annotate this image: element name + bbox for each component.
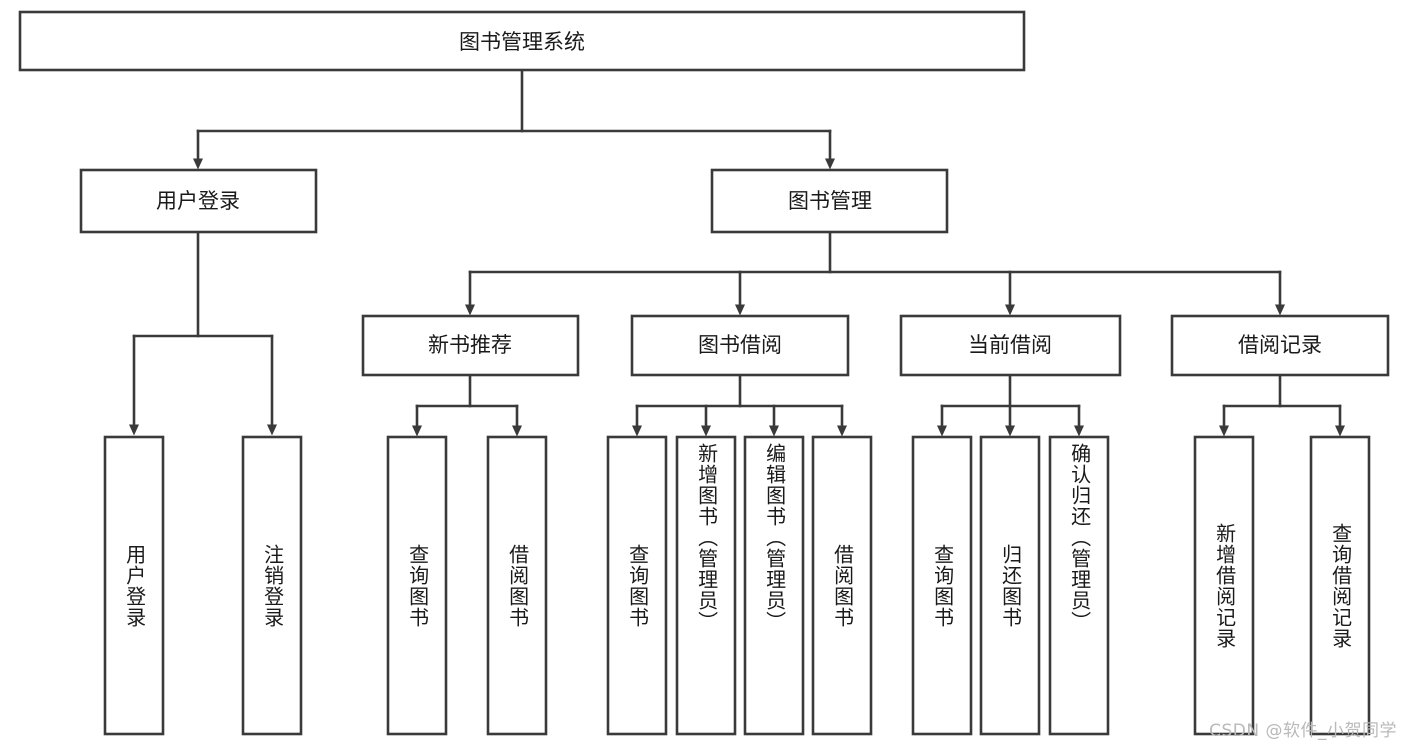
node-user-login-label: 用户登录	[156, 189, 240, 213]
connector-group-user-login	[129, 230, 277, 436]
node-current-borrow-rect[interactable]	[899, 314, 1122, 377]
node-leaf-query-record-rect[interactable]	[1309, 435, 1371, 736]
node-root[interactable]: 图书管理系统	[18, 10, 1026, 72]
node-borrow-record-rect[interactable]	[1170, 314, 1390, 377]
node-leaf-query-book-borrow-rect[interactable]	[606, 435, 668, 736]
node-book-manage-rect[interactable]	[710, 168, 949, 234]
node-leaf-add-book-rect[interactable]	[675, 435, 737, 736]
node-leaf-confirm-return-rect[interactable]	[1048, 435, 1110, 736]
node-book-borrow[interactable]: 图书借阅	[630, 314, 850, 377]
node-root-rect[interactable]	[18, 10, 1026, 72]
connector-group-current-borrow	[937, 373, 1084, 437]
node-leaf-query-book-rec-rect[interactable]	[386, 435, 448, 736]
node-leaf-logout-login-rect[interactable]	[241, 435, 303, 736]
node-book-manage[interactable]: 图书管理	[710, 168, 949, 234]
node-leaf-borrow-book-rec-rect[interactable]	[486, 435, 548, 736]
node-borrow-record[interactable]: 借阅记录	[1170, 314, 1390, 377]
node-root-label: 图书管理系统	[459, 30, 585, 54]
node-new-book-recommend-rect[interactable]	[361, 314, 580, 377]
node-leaf-borrow-book-rect[interactable]	[811, 435, 873, 736]
node-new-book-recommend[interactable]: 新书推荐	[361, 314, 580, 377]
node-book-borrow-rect[interactable]	[630, 314, 850, 377]
node-book-manage-label: 图书管理	[788, 189, 872, 213]
node-leaf-query-book-current-rect[interactable]	[911, 435, 973, 736]
node-user-login[interactable]: 用户登录	[79, 168, 318, 234]
connector-group-borrow-record	[1219, 373, 1345, 437]
connector-group-book-manage	[465, 230, 1285, 316]
node-user-login-rect[interactable]	[79, 168, 318, 234]
node-leaf-user-login-rect[interactable]	[103, 435, 165, 736]
node-leaf-add-record-rect[interactable]	[1193, 435, 1255, 736]
connector-group-root	[193, 68, 835, 170]
node-leaf-return-book-rect[interactable]	[979, 435, 1041, 736]
watermark-text: CSDN @软件_小贺同学	[1209, 721, 1397, 741]
node-book-borrow-label: 图书借阅	[698, 333, 782, 357]
node-new-book-recommend-label: 新书推荐	[428, 333, 512, 357]
connector-group-book-borrow	[632, 373, 847, 437]
node-current-borrow[interactable]: 当前借阅	[899, 314, 1122, 377]
node-leaf-edit-book-rect[interactable]	[743, 435, 805, 736]
node-current-borrow-label: 当前借阅	[968, 333, 1052, 357]
node-borrow-record-label: 借阅记录	[1238, 333, 1322, 357]
connector-group-new-book-recommend	[412, 373, 522, 437]
